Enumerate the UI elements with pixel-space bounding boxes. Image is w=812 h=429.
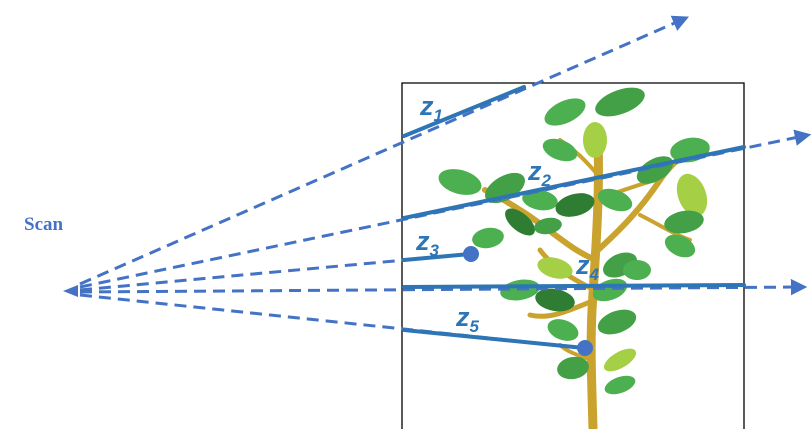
- scan-label: Scan: [24, 214, 64, 235]
- range-segment-z1: [402, 85, 526, 138]
- range-segment-z3: [402, 252, 472, 262]
- z5-label: z5: [455, 302, 480, 336]
- range-segment-z5: [402, 328, 586, 350]
- scan-ray-4: [79, 278, 808, 296]
- hit-point-z5: [577, 340, 593, 356]
- plant-leaves: [438, 87, 710, 395]
- range-segment-z4: [402, 283, 746, 289]
- hit-point-z3: [463, 246, 479, 262]
- scanner-icon: [63, 285, 78, 297]
- plant-illustration: [438, 87, 710, 429]
- z4-label: z4: [575, 250, 600, 284]
- z3-label: z3: [415, 226, 440, 260]
- range-segments: [402, 85, 746, 350]
- plant-frame: [401, 82, 745, 429]
- scan-ray-1: [79, 15, 690, 286]
- range-segment-z2: [402, 145, 746, 220]
- z2-label: z2: [527, 156, 552, 190]
- z1-label: z1: [419, 91, 443, 125]
